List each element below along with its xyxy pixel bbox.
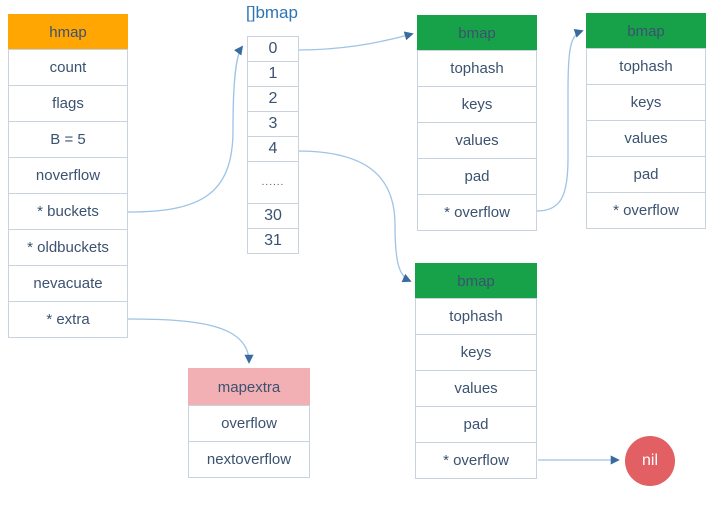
bucket-cell-4: 4 — [247, 136, 299, 162]
hmap-field-buckets: * buckets — [8, 193, 128, 230]
bmap1-field-pad: pad — [417, 158, 537, 195]
bmap3-header: bmap — [415, 263, 537, 299]
bucket-cell-31: 31 — [247, 228, 299, 254]
bucket-array: 0 1 2 3 4 ...... 30 31 — [247, 36, 299, 254]
hmap-field-b: B = 5 — [8, 121, 128, 158]
mapextra-field-overflow: overflow — [188, 405, 310, 442]
bmap1-field-values: values — [417, 122, 537, 159]
bucket-cell-dots: ...... — [247, 161, 299, 204]
hmap-header: hmap — [8, 14, 128, 50]
bucket-array-title: []bmap — [246, 3, 298, 22]
bmap3-field-keys: keys — [415, 334, 537, 371]
mapextra-field-nextoverflow: nextoverflow — [188, 441, 310, 478]
bmap2-field-tophash: tophash — [586, 48, 706, 85]
hmap-field-count: count — [8, 49, 128, 86]
bmap2-field-keys: keys — [586, 84, 706, 121]
arrow-overflow1-to-bmap2 — [536, 28, 584, 212]
bmap2-table: bmap tophash keys values pad * overflow — [586, 13, 706, 229]
bucket-cell-2: 2 — [247, 86, 299, 112]
bucket-cell-1: 1 — [247, 61, 299, 87]
bmap1-field-keys: keys — [417, 86, 537, 123]
bmap2-field-pad: pad — [586, 156, 706, 193]
bmap3-field-overflow: * overflow — [415, 442, 537, 479]
bmap1-field-tophash: tophash — [417, 50, 537, 87]
nil-node: nil — [625, 436, 675, 486]
hmap-table: hmap count flags B = 5 noverflow * bucke… — [8, 14, 128, 338]
hmap-field-nevacuate: nevacuate — [8, 265, 128, 302]
bmap3-table: bmap tophash keys values pad * overflow — [415, 263, 537, 479]
bmap1-table: bmap tophash keys values pad * overflow — [417, 15, 537, 231]
hmap-field-extra: * extra — [8, 301, 128, 338]
mapextra-header: mapextra — [188, 368, 310, 406]
bucket-cell-30: 30 — [247, 203, 299, 229]
arrow-cell4-to-bmap3 — [296, 150, 412, 283]
bucket-cell-3: 3 — [247, 111, 299, 137]
bmap3-field-values: values — [415, 370, 537, 407]
bucket-cell-0: 0 — [247, 36, 299, 62]
hmap-field-noverflow: noverflow — [8, 157, 128, 194]
bmap1-header: bmap — [417, 15, 537, 51]
bmap3-field-pad: pad — [415, 406, 537, 443]
bmap1-field-overflow: * overflow — [417, 194, 537, 231]
mapextra-table: mapextra overflow nextoverflow — [188, 368, 310, 478]
hmap-field-flags: flags — [8, 85, 128, 122]
bmap2-field-values: values — [586, 120, 706, 157]
bmap3-field-tophash: tophash — [415, 298, 537, 335]
arrow-cell0-to-bmap1 — [296, 31, 414, 51]
bmap2-field-overflow: * overflow — [586, 192, 706, 229]
hmap-field-oldbuckets: * oldbuckets — [8, 229, 128, 266]
arrow-buckets-to-array — [127, 45, 244, 213]
arrow-extra-to-mapextra — [127, 318, 254, 364]
bmap2-header: bmap — [586, 13, 706, 49]
